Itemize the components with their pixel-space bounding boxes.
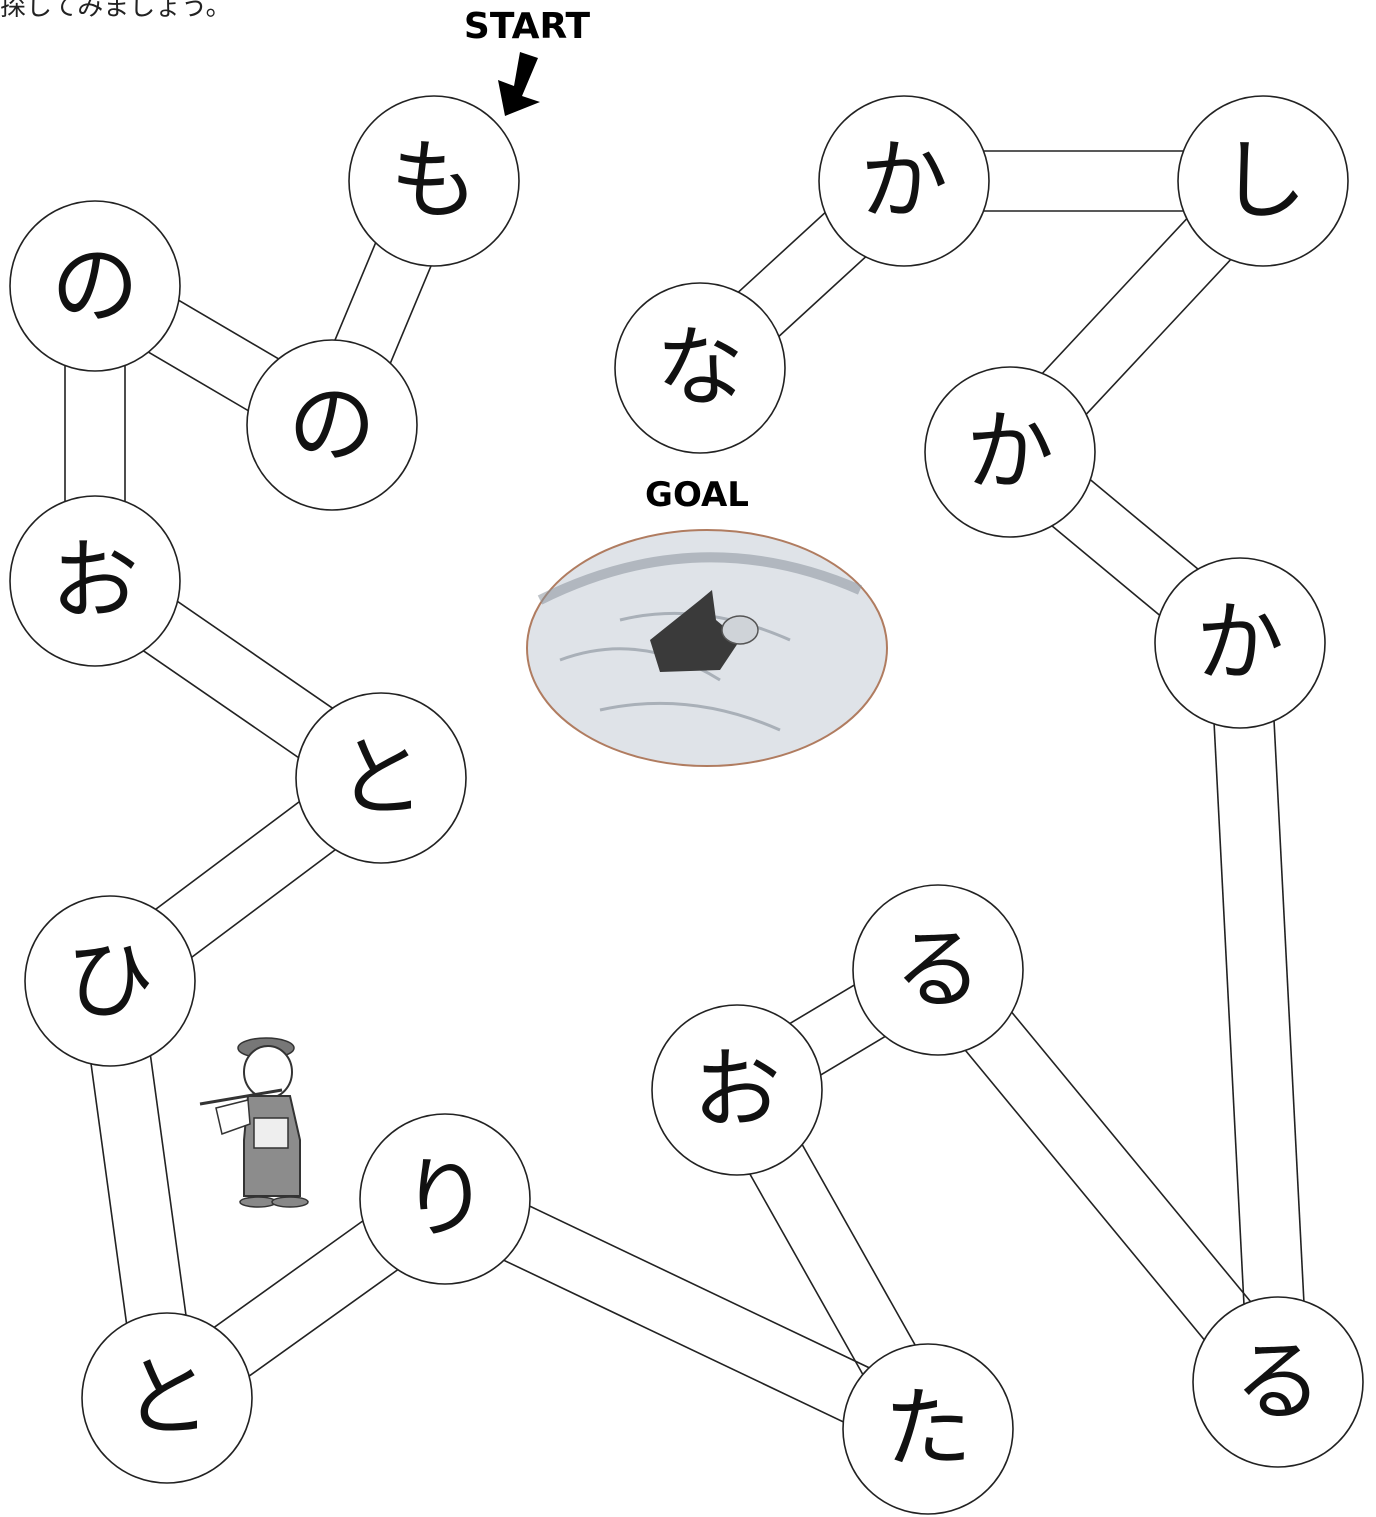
node-kana: な xyxy=(656,316,744,419)
node-kana: ひ xyxy=(66,929,154,1032)
node-kana: た xyxy=(884,1377,972,1480)
node-kana: と xyxy=(123,1346,211,1449)
maze-path-ru2-ka1 xyxy=(1210,641,1308,1383)
maze-node-shi1[interactable]: し xyxy=(1178,96,1348,266)
maze-node-hi1[interactable]: ひ xyxy=(25,896,195,1066)
node-kana: る xyxy=(1234,1330,1322,1433)
flute-player-icon xyxy=(200,1038,308,1207)
maze-node-to2[interactable]: と xyxy=(82,1313,252,1483)
node-kana: も xyxy=(390,129,478,232)
maze-node-ka1[interactable]: か xyxy=(1155,558,1325,728)
node-kana: か xyxy=(860,129,948,232)
maze-node-ka3[interactable]: か xyxy=(819,96,989,266)
node-kana: の xyxy=(288,373,376,476)
maze-node-no2[interactable]: の xyxy=(247,340,417,510)
node-kana: か xyxy=(966,400,1054,503)
node-kana: る xyxy=(894,918,982,1021)
maze-node-o1[interactable]: お xyxy=(10,496,180,666)
node-kana: と xyxy=(337,726,425,829)
maze-node-na1[interactable]: な xyxy=(615,283,785,453)
start-label: START xyxy=(464,6,591,47)
bird-nest-icon[interactable] xyxy=(527,530,887,766)
maze-node-ka2[interactable]: か xyxy=(925,367,1095,537)
node-kana: り xyxy=(401,1147,489,1250)
maze-node-no1[interactable]: の xyxy=(10,201,180,371)
maze-node-ru1[interactable]: る xyxy=(853,885,1023,1055)
maze-node-o2[interactable]: お xyxy=(652,1005,822,1175)
maze-node-ri1[interactable]: り xyxy=(360,1114,530,1284)
maze-node-ta1[interactable]: た xyxy=(843,1344,1013,1514)
maze-node-to1[interactable]: と xyxy=(296,693,466,863)
node-kana: お xyxy=(51,529,139,632)
arrow-down-icon xyxy=(498,52,540,116)
maze-node-ru2[interactable]: る xyxy=(1193,1297,1363,1467)
node-kana: お xyxy=(693,1038,781,1141)
node-kana: し xyxy=(1219,129,1307,232)
maze-node-mo1[interactable]: も xyxy=(349,96,519,266)
node-kana: か xyxy=(1196,591,1284,694)
node-kana: の xyxy=(51,234,139,337)
goal-label: GOAL xyxy=(645,475,749,515)
